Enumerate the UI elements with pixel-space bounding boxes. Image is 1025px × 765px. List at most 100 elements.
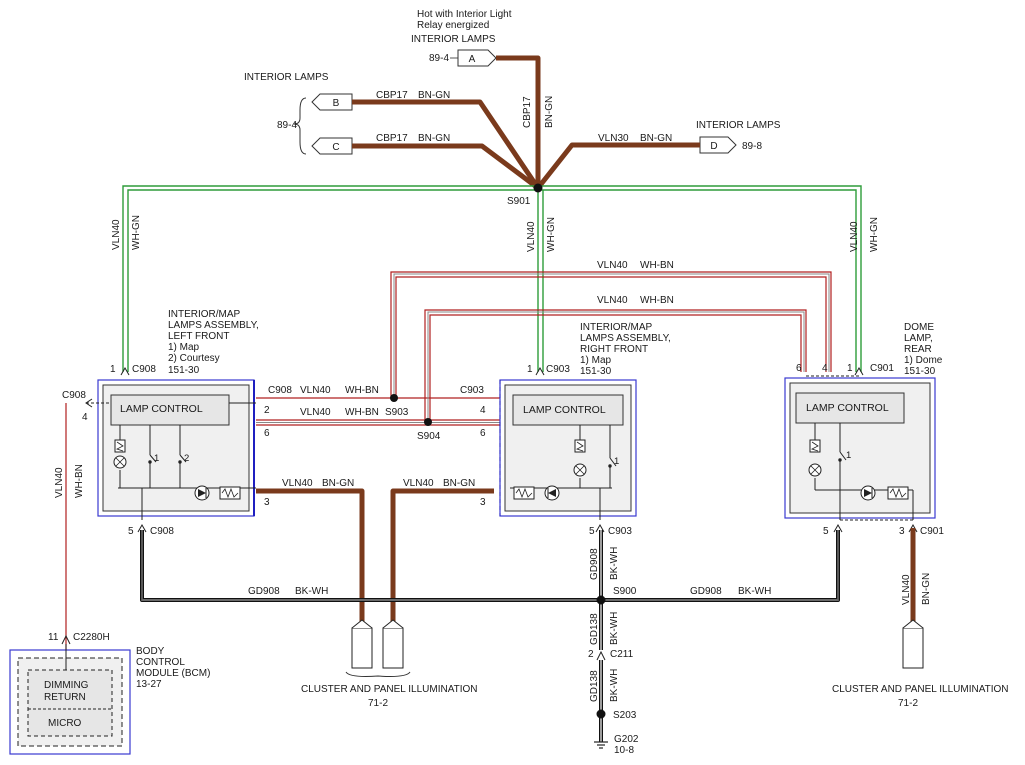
center-lamp-control-box — [512, 394, 624, 426]
cluster-label-center: CLUSTER AND PANEL ILLUMINATION — [301, 684, 478, 695]
center-title-5: 151-30 — [580, 366, 612, 377]
wire-label-whgn-center: WH-GN — [546, 217, 557, 252]
left-c908-left: C908 — [62, 390, 86, 401]
interior-lamps-label-a: INTERIOR LAMPS — [411, 34, 496, 45]
left-led-icon — [194, 485, 210, 501]
gray-wh-bn-wires — [256, 273, 830, 423]
dome-switch-label: 1 — [846, 450, 851, 461]
dome-resistor-icon — [809, 439, 821, 453]
cluster-connector-dome — [902, 619, 924, 669]
left-switch-2-label: 2 — [184, 453, 189, 464]
center-lamp-control-label: LAMP CONTROL — [523, 404, 606, 416]
wire-label-bkwh-lower: BK-WH — [609, 669, 620, 702]
center-c903-top: C903 — [546, 364, 570, 375]
wire-label-vln40-illum-right: VLN40 — [901, 574, 912, 605]
bc-brace — [293, 97, 307, 155]
cluster-label-dome: CLUSTER AND PANEL ILLUMINATION — [832, 684, 1009, 695]
left-lamp-assembly: INTERIOR/MAP LAMPS ASSEMBLY, LEFT FRONT … — [62, 309, 292, 537]
bcm-micro: MICRO — [48, 718, 82, 729]
wire-label-gd908-right: GD908 — [690, 586, 722, 597]
connector-d: D — [699, 136, 737, 154]
wire-label-vln40-mid1: VLN40 — [300, 385, 331, 396]
bcm-pin11-arrow — [61, 634, 71, 645]
wire-label-vln40-top2: VLN40 — [597, 295, 628, 306]
center-c903-bottom: C903 — [608, 526, 632, 537]
left-lamp-control-label: LAMP CONTROL — [120, 403, 203, 415]
wire-label-whgn-right: WH-GN — [869, 217, 880, 252]
center-pin5-arrow — [595, 523, 605, 533]
center-pin5: 5 — [589, 526, 595, 537]
wire-label-bkwh-upper: BK-WH — [609, 612, 620, 645]
ground-bus-outline — [141, 530, 839, 601]
left-pin1-arrow — [120, 366, 130, 376]
bcm-dimming-line1: DIMMING — [44, 680, 89, 691]
wire-label-bngn-illum-right: BN-GN — [921, 573, 932, 605]
dome-resistor2-icon — [887, 486, 909, 500]
cluster-connector-left — [351, 619, 373, 669]
dome-title-2: LAMP, — [904, 333, 933, 344]
left-switch-2-icon — [178, 454, 187, 464]
connector-d-letter: D — [710, 141, 717, 152]
left-pin5: 5 — [128, 526, 134, 537]
dome-pin1: 1 — [847, 363, 853, 374]
wire-label-vln40-center: VLN40 — [526, 221, 537, 252]
wire-label-bngn-b: BN-GN — [418, 90, 450, 101]
dome-lamp-control-label: LAMP CONTROL — [806, 402, 889, 414]
wire-label-gd138-lower: GD138 — [589, 670, 600, 702]
cluster-ref-center: 71-2 — [368, 698, 388, 709]
bcm-dimming-box — [27, 669, 113, 737]
bcm-dimming-line2: RETURN — [44, 692, 86, 703]
interior-lamps-label-d: INTERIOR LAMPS — [696, 120, 781, 131]
red-wh-bn-wires — [65, 271, 832, 670]
center-pin3: 3 — [480, 497, 486, 508]
wire-label-vln40-mid2: VLN40 — [300, 407, 331, 418]
bcm-pin11: 11 — [48, 632, 59, 643]
center-lamp-icon — [573, 463, 587, 477]
connector-b: B — [311, 93, 353, 111]
wire-label-vln40-bcm: VLN40 — [54, 467, 65, 498]
wire-label-vln40-illum-center: VLN40 — [403, 478, 434, 489]
wire-label-bkwh-vert: BK-WH — [609, 547, 620, 580]
left-c908-top: C908 — [132, 364, 156, 375]
wire-label-bngn-illum-center: BN-GN — [443, 478, 475, 489]
dome-title-5: 151-30 — [904, 366, 936, 377]
left-switch-1-icon — [148, 454, 157, 464]
green-bus-wires — [122, 185, 862, 372]
center-title-2: LAMPS ASSEMBLY, — [580, 333, 671, 344]
dome-c901-top: C901 — [870, 363, 894, 374]
left-resistor2-icon — [219, 486, 241, 500]
left-pin4: 4 — [82, 412, 88, 423]
dome-lamp-assembly: DOME LAMP, REAR 1) Dome 151-30 LAMP CONT… — [784, 322, 944, 537]
wire-label-vln40-left: VLN40 — [111, 219, 122, 250]
left-pin2: 2 — [264, 405, 270, 416]
center-title-4: 1) Map — [580, 355, 612, 366]
left-c908-right: C908 — [268, 385, 292, 396]
left-c908-bottom: C908 — [150, 526, 174, 537]
center-c903-left: C903 — [460, 385, 484, 396]
bcm-title-3: MODULE (BCM) — [136, 668, 210, 679]
wire-label-bkwh-left: BK-WH — [295, 586, 328, 597]
left-resistor-icon — [114, 439, 126, 453]
cluster-brace — [345, 671, 411, 677]
wire-label-gd908-vert: GD908 — [589, 548, 600, 580]
wire-label-bkwh-right: BK-WH — [738, 586, 771, 597]
left-pin5-arrow — [137, 523, 147, 533]
center-lamp-assembly: INTERIOR/MAP LAMPS ASSEMBLY, RIGHT FRONT… — [460, 322, 671, 537]
bcm-title-4: 13-27 — [136, 679, 162, 690]
wire-label-vln40-top1: VLN40 — [597, 260, 628, 271]
wire-label-whbn-mid1: WH-BN — [345, 385, 379, 396]
wire-label-whbn-bcm: WH-BN — [74, 464, 85, 498]
left-title-1: INTERIOR/MAP — [168, 309, 241, 320]
c211-pin2: 2 — [588, 649, 594, 660]
dome-pin5: 5 — [823, 526, 829, 537]
dome-title-3: REAR — [904, 344, 932, 355]
connector-a-letter: A — [469, 54, 476, 65]
g202-label: G202 — [614, 734, 639, 745]
bcm-module: DIMMING RETURN MICRO BODY CONTROL MODULE… — [9, 632, 210, 755]
wire-label-whbn-top2: WH-BN — [640, 295, 674, 306]
ref-89-4-a: 89-4 — [429, 53, 449, 64]
dome-pin6: 6 — [796, 363, 802, 374]
left-switch-1-label: 1 — [154, 453, 159, 464]
center-switch-icon — [608, 457, 617, 468]
